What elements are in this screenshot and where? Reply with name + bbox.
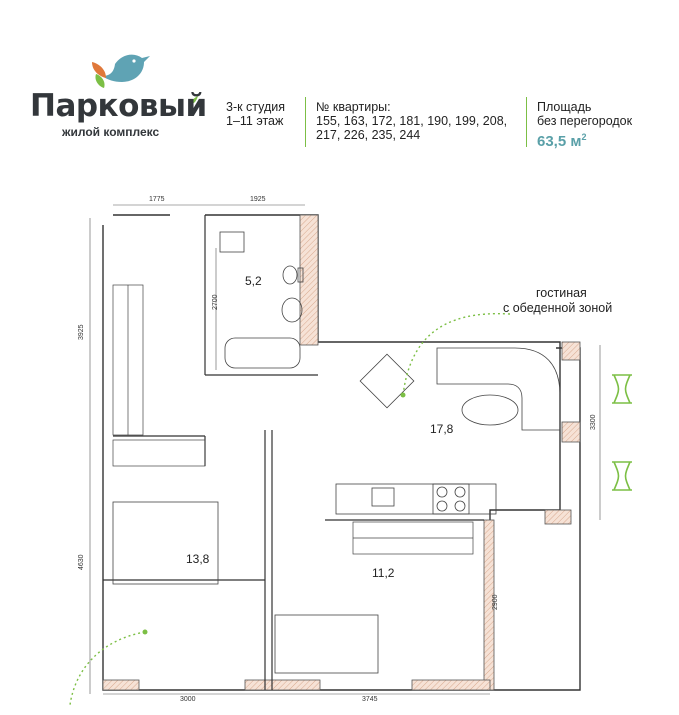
layout-type: 3-к студия: [226, 100, 286, 114]
area-label-2: без перегородок: [537, 114, 633, 128]
dim-top-right: 1925: [250, 196, 266, 203]
dim-top-left: 1775: [149, 196, 165, 203]
bird-logo-icon: [92, 54, 198, 104]
dim-bottom-left: 3000: [180, 696, 196, 703]
dim-right-upper: 3300: [590, 414, 597, 430]
room-area-bathroom: 5,2: [245, 274, 262, 288]
divider: [305, 97, 306, 147]
floor-plan: гостиная с обеденной зоной 5,2 17,8 13,8…: [0, 180, 679, 710]
divider: [526, 97, 527, 147]
apartments-list-1: 155, 163, 172, 181, 190, 199, 208,: [316, 114, 508, 128]
room-area-bedroom-1: 13,8: [186, 552, 210, 566]
area-label-1: Площадь: [537, 100, 592, 114]
brand-name: Парковый: [30, 88, 207, 124]
dim-left-lower: 4630: [78, 554, 85, 570]
apartments-info: № квартиры: 155, 163, 172, 181, 190, 199…: [316, 100, 507, 142]
living-room-label-2: с обеденной зоной: [503, 301, 613, 315]
apartments-label: № квартиры:: [316, 100, 391, 114]
apartments-list-2: 217, 226, 235, 244: [316, 128, 421, 142]
floors: 1–11 этаж: [226, 114, 284, 128]
room-area-bedroom-2: 11,2: [372, 566, 395, 580]
living-room-label-1: гостиная: [536, 286, 587, 300]
dim-bottom-right: 3745: [362, 696, 378, 703]
dim-left-upper: 3925: [78, 324, 85, 340]
room-area-living: 17,8: [430, 422, 454, 436]
dim-bath-height: 2700: [212, 294, 219, 310]
area-value: 63,5 м2: [537, 132, 587, 150]
floor-plan-drawing: [69, 204, 632, 706]
brand-subtitle: жилой комплекс: [62, 125, 160, 139]
area-info: Площадь без перегородок 63,5 м2: [537, 100, 632, 149]
dim-right-lower: 2900: [492, 594, 499, 610]
layout-info: 3-к студия 1–11 этаж: [226, 100, 285, 128]
